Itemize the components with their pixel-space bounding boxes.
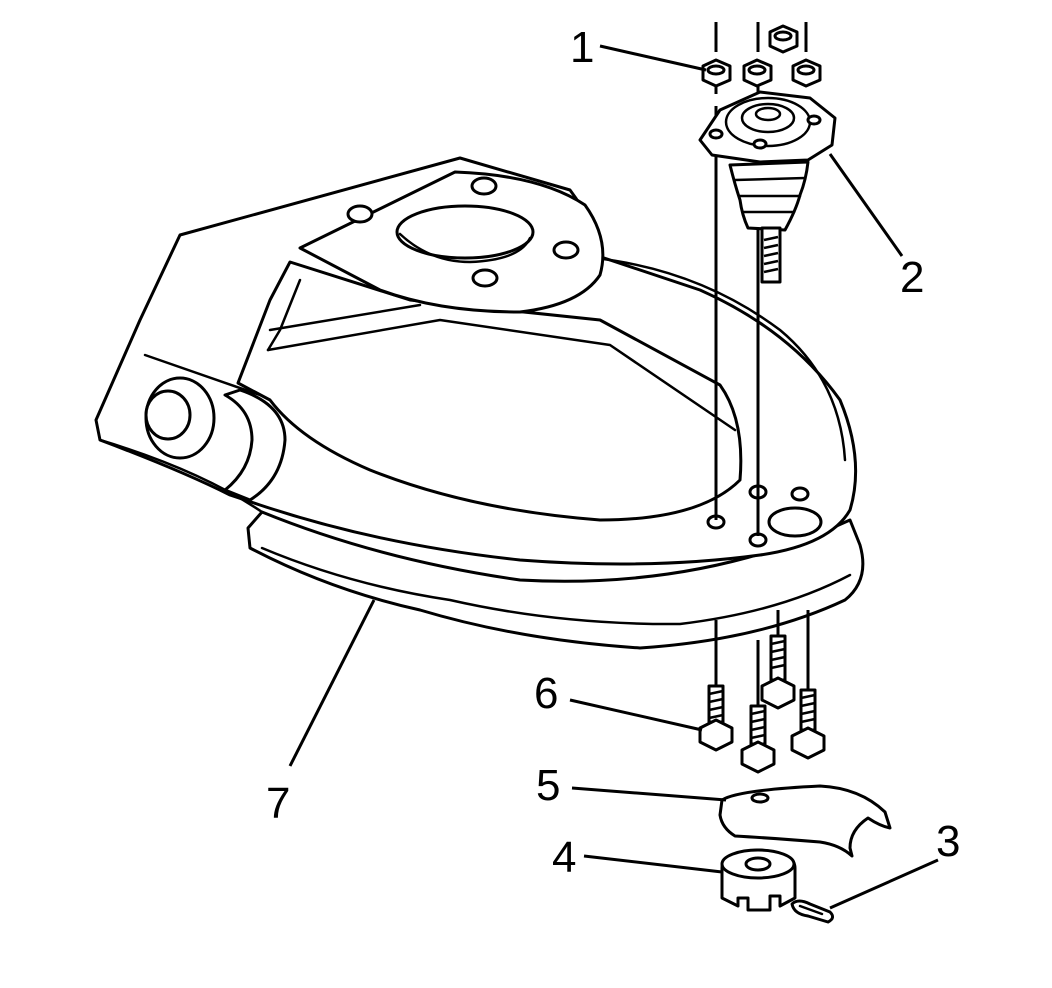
rivet-bolts bbox=[698, 634, 826, 774]
mount-hole bbox=[552, 240, 580, 260]
nut bbox=[742, 58, 773, 88]
bolt bbox=[698, 684, 734, 752]
callouts: 1 2 3 4 5 6 7 bbox=[266, 23, 960, 882]
mount-hole bbox=[346, 204, 374, 224]
callout-1: 1 bbox=[570, 23, 594, 72]
bracket bbox=[718, 784, 892, 858]
cotter-pin bbox=[790, 899, 835, 924]
callout-2: 2 bbox=[900, 253, 924, 302]
castle-nut bbox=[720, 848, 797, 912]
ball-joint bbox=[698, 90, 837, 284]
bolt bbox=[760, 634, 796, 710]
mount-hole bbox=[470, 176, 498, 196]
mount-hole bbox=[471, 268, 499, 288]
bolt bbox=[740, 704, 776, 774]
callout-4: 4 bbox=[552, 833, 576, 882]
bushing-pin bbox=[144, 389, 192, 441]
nut bbox=[701, 58, 732, 88]
callout-3: 3 bbox=[936, 817, 960, 866]
bolt bbox=[790, 688, 826, 760]
nut bbox=[768, 24, 799, 54]
ball-joint-stud-hole bbox=[767, 506, 823, 538]
ball-joint-flange bbox=[698, 90, 837, 164]
rivet-nuts bbox=[701, 24, 822, 88]
leader-lines bbox=[288, 44, 939, 910]
bushing-housing bbox=[223, 388, 287, 502]
rivet-hole bbox=[790, 486, 810, 502]
callout-6: 6 bbox=[534, 669, 558, 718]
callout-7: 7 bbox=[266, 779, 290, 828]
control-arm-cutout bbox=[236, 260, 743, 522]
ball-joint-bore bbox=[395, 204, 535, 260]
control-arm bbox=[94, 156, 865, 650]
nut bbox=[791, 58, 822, 88]
control-arm-lower-flange bbox=[246, 510, 865, 650]
callout-5: 5 bbox=[536, 761, 560, 810]
